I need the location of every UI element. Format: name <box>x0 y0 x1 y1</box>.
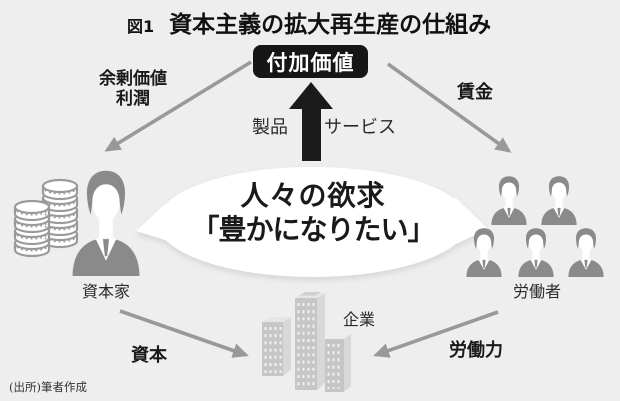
profit-label: 利潤 <box>116 89 150 109</box>
figure-number-label: 図1 <box>127 17 155 36</box>
added-value-node: 付加価値 <box>253 45 368 78</box>
up-arrow-icon <box>289 82 333 161</box>
capitalist-caption: 資本家 <box>81 282 130 301</box>
capital-label: 資本 <box>131 345 167 366</box>
wages-flow-arrow <box>386 62 512 153</box>
company-buildings-icon <box>262 292 351 392</box>
figure-title: 資本主義の拡大再生産の仕組み <box>169 12 492 38</box>
workers-caption: 労働者 <box>512 282 561 301</box>
wages-label: 賃金 <box>457 82 493 103</box>
worker-icon <box>491 176 526 225</box>
worker-icon <box>518 228 553 277</box>
desire-line2: 「豊かになりたい」 <box>191 213 435 246</box>
labor-flow-arrow <box>373 310 499 358</box>
workers-group-icon <box>466 176 603 277</box>
capitalist-icon <box>73 171 140 276</box>
surplus-value-label: 余剰価値 <box>99 69 167 89</box>
surplus-profit-label: 余剰価値 利潤 <box>90 69 176 109</box>
figure-title-row: 図1 資本主義の拡大再生産の仕組み <box>127 5 491 39</box>
company-caption: 企業 <box>343 310 376 329</box>
worker-icon <box>541 176 576 225</box>
products-label: 製品 <box>252 117 288 138</box>
desire-bubble-text: 人々の欲求 「豊かになりたい」 <box>158 179 468 247</box>
labor-power-label: 労働力 <box>449 340 503 361</box>
services-label: サービス <box>324 117 396 138</box>
desire-line1: 人々の欲求 <box>240 179 386 212</box>
speech-bubble <box>136 167 488 277</box>
source-note: (出所)筆者作成 <box>9 380 87 394</box>
profit-flow-arrow <box>104 60 252 152</box>
worker-icon <box>568 228 603 277</box>
capital-flow-arrow <box>119 309 249 358</box>
coins-icon <box>13 178 79 258</box>
